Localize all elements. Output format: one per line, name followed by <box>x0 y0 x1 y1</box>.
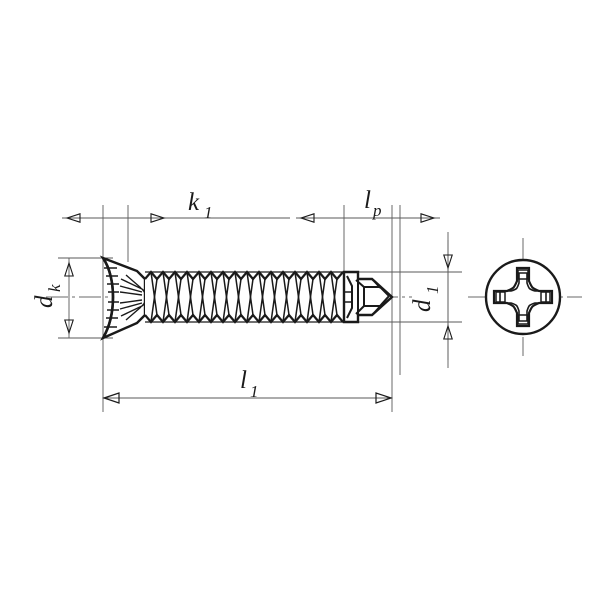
thread-profile <box>144 270 344 324</box>
dimension-d1: d 1 <box>409 240 453 360</box>
head-recess-hatching <box>104 267 119 328</box>
drill-point-flutes <box>346 275 391 319</box>
thread-helix-lines <box>150 271 338 323</box>
dimension-sub-dk: k <box>45 284 64 292</box>
dimension-sub-l1: 1 <box>250 382 259 401</box>
cross-recess-lines <box>119 274 143 321</box>
head-end-view <box>484 258 562 336</box>
dimension-label-l1: l <box>240 367 247 394</box>
screw-side-view <box>99 255 394 341</box>
cross-recess-outer <box>492 266 554 328</box>
dimension-label-k1: k <box>188 189 200 216</box>
dimension-dk: d k <box>31 258 74 338</box>
dimension-label-d1: d <box>409 299 436 312</box>
drill-tip-detail <box>344 278 381 316</box>
dimension-sub-d1: 1 <box>423 286 442 295</box>
dimension-l1: l 1 <box>103 367 392 404</box>
dimension-label-dk: d <box>31 295 58 308</box>
cross-recess-tips <box>495 269 551 325</box>
drill-point-outline <box>342 270 394 324</box>
dimension-sub-lp: p <box>372 201 382 220</box>
cross-recess-inner <box>499 272 547 322</box>
dimension-lp: l p <box>296 187 440 223</box>
dimension-sub-k1: 1 <box>204 203 213 222</box>
dimension-k1: k 1 <box>62 189 290 223</box>
dimension-label-lp: l <box>364 187 371 214</box>
screw-core-body <box>145 279 344 315</box>
